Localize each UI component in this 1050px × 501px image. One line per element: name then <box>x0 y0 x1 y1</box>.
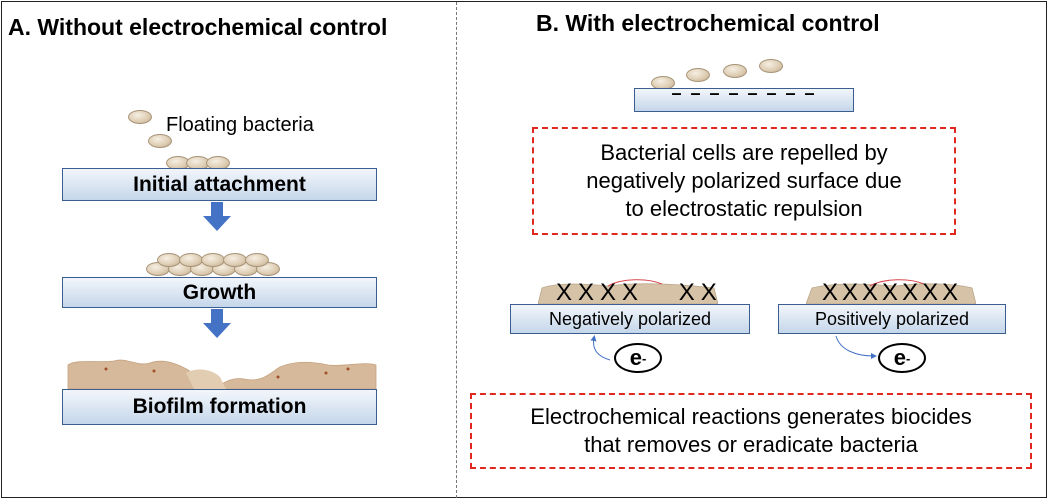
reaction-text-line: Electrochemical reactions generates bioc… <box>530 404 972 429</box>
down-arrow-icon <box>203 309 231 338</box>
reaction-explanation-box: Electrochemical reactions generates bioc… <box>470 393 1032 469</box>
repulsion-text-line: Bacterial cells are repelled by <box>600 140 888 165</box>
negative-surface: – – – – – – – – <box>634 84 854 112</box>
reaction-text-line: that removes or eradicate bacteria <box>584 432 918 457</box>
repelled-bacterium <box>686 68 710 82</box>
electron-icon-negative: e- <box>614 343 662 373</box>
stage-initial-attachment: Initial attachment <box>62 168 377 201</box>
electron-icon-positive: e- <box>878 343 926 373</box>
floating-bacteria-label: Floating bacteria <box>166 114 314 136</box>
negatively-polarized-electrode: Negatively polarized <box>510 304 750 334</box>
dead-bacteria-marks-positive: XXXXXXX <box>822 279 963 306</box>
repelled-bacterium <box>723 64 747 78</box>
repulsion-text-line: negatively polarized surface due <box>586 168 902 193</box>
electron-arrow-from-positive <box>835 335 877 359</box>
positively-polarized-electrode: Positively polarized <box>778 304 1006 334</box>
panel-a-title: A. Without electrochemical control <box>8 14 388 40</box>
stage-growth: Growth <box>62 277 377 308</box>
panel-b-title: B. With electrochemical control <box>536 10 880 36</box>
growth-bacterium <box>245 253 269 267</box>
repulsion-text-line: to electrostatic repulsion <box>625 196 863 221</box>
dead-bacteria-marks-negative: XXXX XX <box>556 279 723 306</box>
electron-arrow-to-negative <box>590 335 611 361</box>
repelled-bacterium <box>759 59 783 73</box>
repulsion-explanation-box: Bacterial cells are repelled by negative… <box>532 127 956 235</box>
killed-biofilm-negative <box>538 279 718 304</box>
floating-bacterium <box>148 134 172 148</box>
panel-divider <box>456 2 457 498</box>
biofilm-mass <box>67 359 377 390</box>
down-arrow-icon <box>203 202 231 231</box>
killed-biofilm-positive <box>806 279 976 304</box>
floating-bacterium <box>128 110 152 124</box>
stage-biofilm-formation: Biofilm formation <box>62 389 377 425</box>
